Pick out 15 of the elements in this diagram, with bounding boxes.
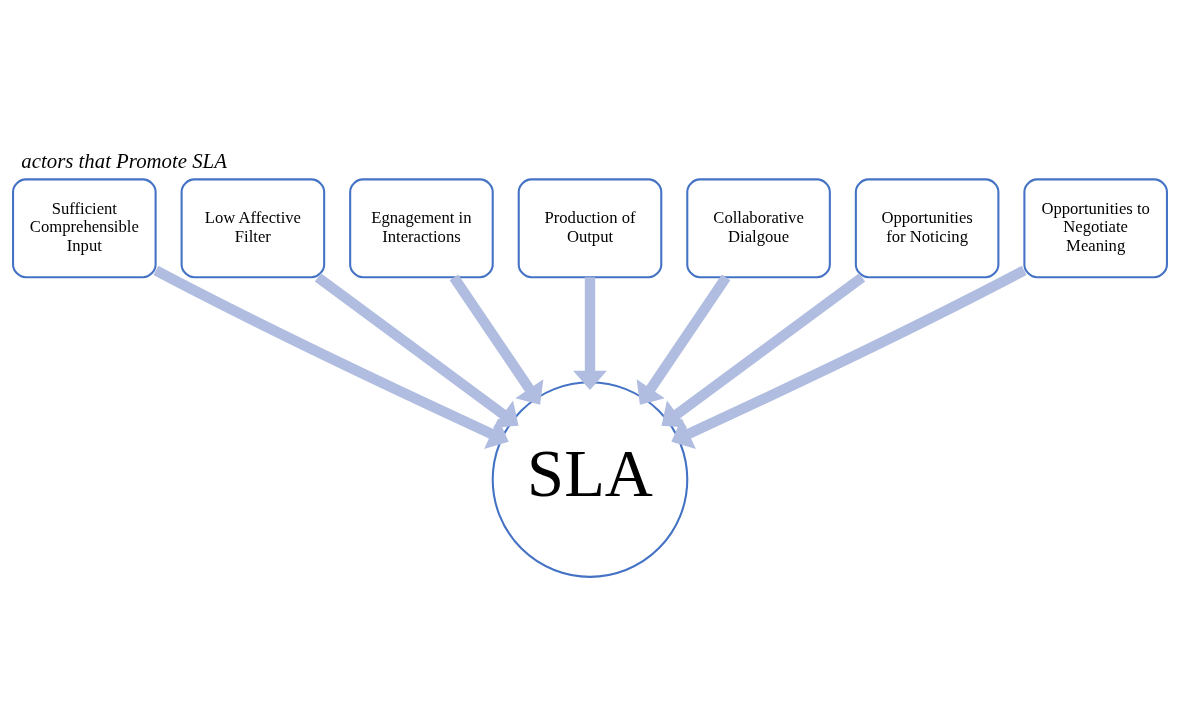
node-box: Low Affective Filter [180,177,326,278]
node-box: Production of Output [517,177,663,278]
arrow [636,273,731,405]
arrow [314,272,519,428]
node-box: Opportunities to Negotiate Meaning [1023,177,1168,278]
arrow [573,276,607,390]
node-box: Collaborative Dialgoue [686,177,831,278]
node-box: Egnagement in Interactions [349,177,494,278]
diagram-title: actors that Promote SLA [21,148,227,172]
arrow [449,273,544,405]
node-box: Sufficient Comprehensible Input [12,177,157,278]
arrow [153,265,509,449]
node-box: Opportunities for Noticing [854,177,1000,278]
arrow [671,265,1027,449]
arrow [661,272,866,428]
